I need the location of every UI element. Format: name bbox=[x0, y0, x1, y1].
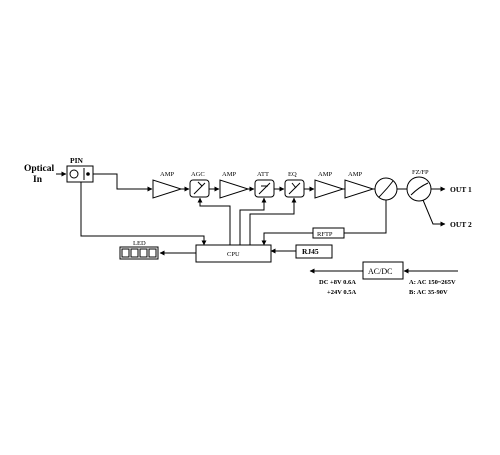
att-slash-icon bbox=[258, 182, 271, 195]
amp4-label: AMP bbox=[348, 171, 362, 178]
cpu-label: CPU bbox=[227, 251, 240, 258]
coupler-to-rftp-line bbox=[344, 200, 387, 234]
pin-label: PIN bbox=[70, 156, 84, 165]
optical-label: Optical bbox=[24, 164, 54, 174]
amp3-triangle-icon bbox=[314, 179, 345, 199]
rftp-to-cpu-line bbox=[261, 232, 313, 246]
coupler-curve-icon bbox=[378, 180, 394, 198]
eq-tick-icon bbox=[291, 182, 297, 189]
dc-output-line2: +24V 0.5A bbox=[327, 289, 357, 296]
amp2-triangle-icon bbox=[219, 179, 250, 199]
amp1-triangle-icon bbox=[152, 179, 183, 199]
acdc-label: AC/DC bbox=[368, 267, 392, 276]
in-label: In bbox=[33, 175, 43, 185]
fzfp-label: FZ/FP bbox=[412, 169, 429, 176]
amp4-triangle-icon bbox=[344, 179, 375, 199]
att-label: ATT bbox=[257, 171, 269, 178]
pin-diode-icon bbox=[69, 169, 79, 179]
led-label: LED bbox=[133, 240, 146, 247]
ac-input-option-a: A: AC 150~265V bbox=[409, 279, 456, 286]
rftp-label: RFTP bbox=[317, 231, 333, 238]
splitter-curve-icon bbox=[410, 182, 429, 196]
agc-slash-icon bbox=[193, 182, 206, 195]
amp3-label: AMP bbox=[318, 171, 332, 178]
out2-label: OUT 2 bbox=[450, 220, 472, 229]
ac-input-option-b: B: AC 35-90V bbox=[409, 289, 448, 296]
led-segment-1 bbox=[121, 248, 130, 258]
dc-output-line1: DC +8V 0.6A bbox=[319, 279, 356, 286]
eq-slash-icon bbox=[288, 182, 301, 195]
rj45-label: RJ45 bbox=[302, 247, 319, 256]
rj45-block bbox=[295, 244, 333, 259]
led-segment-2 bbox=[130, 248, 139, 258]
cpu-to-eq-line bbox=[249, 197, 297, 245]
led-segment-4 bbox=[148, 248, 157, 258]
agc-label: AGC bbox=[191, 171, 205, 178]
cpu-to-att-line bbox=[239, 197, 267, 245]
agc-tick-icon bbox=[197, 181, 203, 187]
amp2-label: AMP bbox=[222, 171, 236, 178]
out1-label: OUT 1 bbox=[450, 185, 472, 194]
pin-to-cpu-line bbox=[80, 182, 207, 246]
cpu-to-agc-line bbox=[197, 197, 231, 245]
pin-to-amp1-line bbox=[93, 173, 153, 192]
eq-label: EQ bbox=[288, 171, 297, 178]
led-segment-3 bbox=[139, 248, 148, 258]
pin-dot-icon bbox=[86, 172, 90, 176]
amp1-label: AMP bbox=[160, 171, 174, 178]
splitter-icon bbox=[406, 176, 432, 202]
out2-arrow bbox=[422, 199, 446, 227]
